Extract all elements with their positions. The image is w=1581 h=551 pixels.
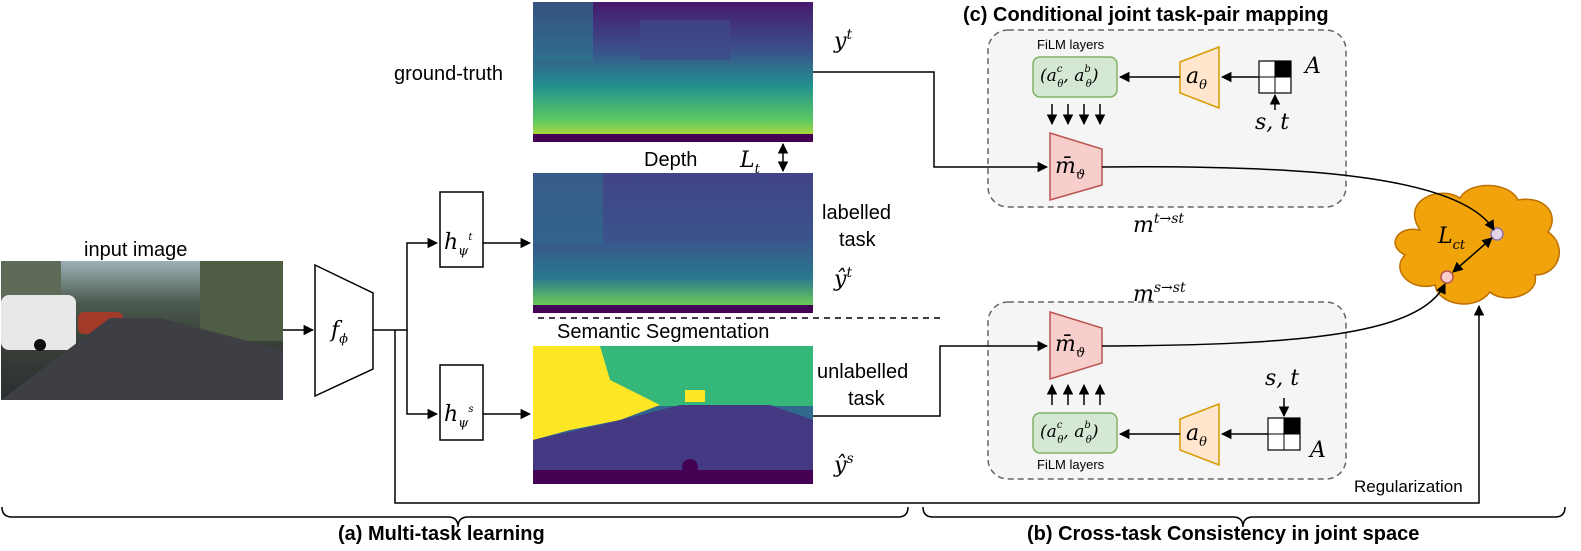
h-psi-t-label: hψt (444, 230, 473, 259)
ground-truth-label: ground-truth (394, 63, 503, 85)
mbar-bottom-label: m̄ϑ (1055, 332, 1086, 361)
labelled-label-1: labelled (822, 202, 891, 224)
mbar-top-shape (1049, 131, 1103, 201)
arrow-L-ct (1452, 237, 1493, 273)
unlabelled-label-1: unlabelled (817, 361, 909, 383)
mbar-top-label: m̄ϑ (1055, 154, 1086, 183)
L-t-label: Lt (740, 148, 760, 177)
joint-dot-bottom (1440, 270, 1454, 284)
segmentation-image (533, 346, 813, 484)
arrow-encoder-to-head-t (373, 237, 439, 331)
h-psi-s-label: hψs (444, 402, 474, 431)
brace-b (922, 506, 1566, 528)
head-h-psi-s (439, 364, 484, 441)
regularization-label: Regularization (1354, 477, 1463, 496)
film-params-top: (acθ, abθ) (1040, 64, 1099, 90)
brace-a (1, 506, 909, 528)
arrow-seg-to-mbar-bottom (813, 340, 1049, 417)
a-theta-bottom-label: aθ (1186, 421, 1207, 450)
film-box-bottom (1032, 412, 1118, 454)
L-ct-label: Lct (1438, 224, 1466, 253)
film-box-top (1032, 56, 1118, 98)
yhat-t-label: ŷt (834, 265, 853, 292)
caption-a: (a) Multi-task learning (338, 523, 545, 545)
input-image-label: input image (84, 239, 188, 261)
a-theta-top-label: aθ (1186, 64, 1207, 93)
st-bottom-label: s, t (1265, 366, 1300, 391)
depth-label: Depth (644, 149, 698, 171)
st-top-label: s, t (1255, 110, 1290, 135)
a-theta-top-shape (1179, 45, 1220, 110)
depth-prediction-image (533, 173, 813, 313)
matrix-A-top (1258, 60, 1292, 94)
curve-mbar-bottom-to-cloud (1101, 283, 1446, 347)
caption-c: (c) Conditional joint task-pair mapping (963, 4, 1329, 26)
yhat-s-label: ŷs (834, 451, 854, 478)
m-top-label: mt→st (1133, 211, 1185, 238)
a-theta-bottom-shape (1179, 402, 1220, 467)
arrow-encoder-to-head-s (406, 330, 439, 420)
semantic-segmentation-label: Semantic Segmentation (557, 321, 770, 343)
y-t-label: yt (834, 27, 853, 54)
curve-mbar-top-to-cloud (1101, 166, 1495, 231)
caption-b: (b) Cross-task Consistency in joint spac… (1027, 523, 1420, 545)
film-params-bottom: (acθ, abθ) (1040, 420, 1099, 446)
film-layers-bottom-label: FiLM layers (1037, 457, 1105, 472)
encoder-f-phi (314, 263, 374, 398)
f-phi-label: fϕ (331, 318, 349, 347)
A-bottom-label: A (1310, 438, 1326, 463)
matrix-A-bottom (1267, 417, 1301, 451)
depth-ground-truth-image (533, 2, 813, 142)
arrow-gt-to-mbar-top (813, 71, 1049, 173)
labelled-label-2: task (839, 229, 876, 251)
mbar-bottom-shape (1049, 310, 1103, 381)
film-layers-top-label: FiLM layers (1037, 37, 1105, 52)
m-bottom-label: ms→st (1133, 280, 1186, 307)
head-h-psi-t (439, 191, 484, 268)
joint-dot-top (1490, 227, 1504, 241)
input-image (1, 261, 283, 400)
unlabelled-label-2: task (848, 388, 885, 410)
arrow-regularization (394, 304, 1485, 504)
A-top-label: A (1305, 54, 1321, 79)
loss-cloud (1394, 184, 1560, 305)
